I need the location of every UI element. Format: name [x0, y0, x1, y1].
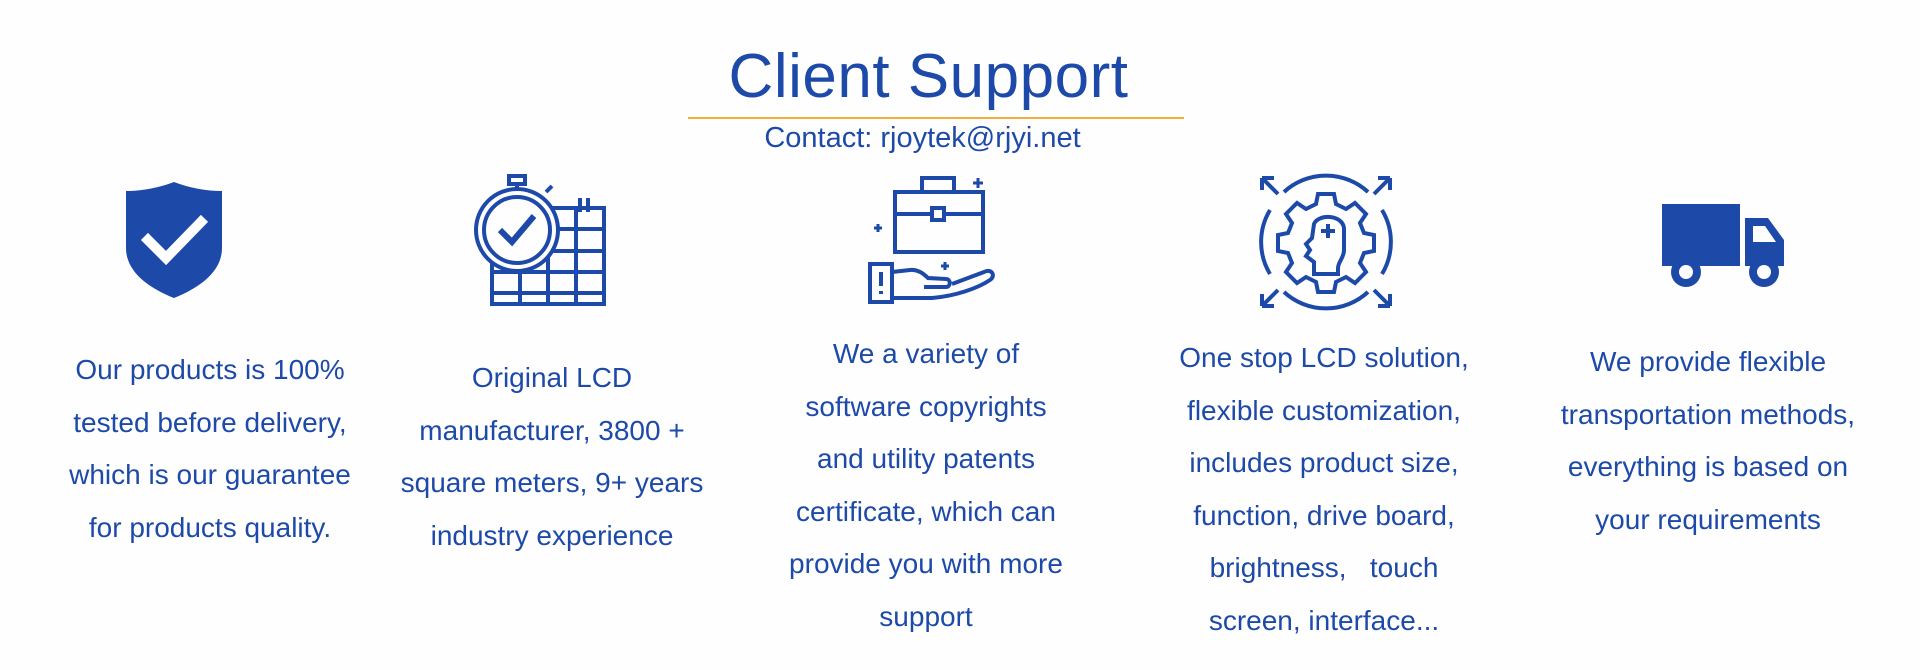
hand-briefcase-icon — [866, 172, 1006, 312]
feature-text-line: and utility patents — [817, 443, 1035, 474]
feature-text-line: square meters, 9+ years — [400, 467, 704, 498]
feature-text-line: your requirements — [1595, 503, 1821, 535]
feature-text-line: We a variety of — [832, 338, 1020, 369]
page-title: Client Support — [728, 42, 1129, 111]
feature-text-line: screen, interface... — [1208, 604, 1440, 636]
feature-text-transport: We provide flexible transportation metho… — [1538, 336, 1878, 546]
shield-check-icon — [104, 170, 244, 310]
feature-text-solution: One stop LCD solution, flexible customiz… — [1154, 332, 1494, 647]
feature-text-line: includes product size, — [1189, 447, 1459, 478]
feature-text-manufacturer: Original LCD manufacturer, 3800 + square… — [382, 352, 722, 562]
feature-text-line: flexible customization, — [1187, 394, 1461, 426]
contact-email[interactable]: Contact: rjoytek@rjyi.net — [764, 122, 1081, 154]
feature-text-line: tested before delivery, — [73, 406, 347, 438]
stopwatch-calendar-icon — [472, 172, 612, 312]
title-underline — [688, 117, 1184, 119]
feature-text-patents: We a variety of software copyrights and … — [756, 328, 1096, 643]
delivery-truck-icon — [1652, 172, 1792, 312]
feature-text-line: Our products is 100% — [75, 354, 345, 385]
feature-text-line: which is our guarantee — [69, 459, 351, 490]
feature-text-line: software copyrights — [805, 390, 1047, 422]
feature-text-line: certificate, which can — [796, 495, 1056, 527]
feature-text-line: provide you with more — [789, 548, 1063, 579]
feature-text-line: support — [879, 600, 973, 632]
feature-text-line: function, drive board, — [1193, 499, 1455, 531]
feature-text-quality: Our products is 100% tested before deliv… — [40, 344, 380, 554]
feature-text-line: brightness, touch — [1209, 552, 1439, 583]
feature-text-line: manufacturer, 3800 + — [419, 414, 685, 446]
feature-text-line: transportation methods, — [1560, 398, 1856, 430]
feature-text-line: everything is based on — [1567, 451, 1849, 482]
feature-text-line: for products quality. — [88, 511, 332, 543]
feature-text-line: industry experience — [430, 519, 674, 551]
feature-text-line: One stop LCD solution, — [1179, 342, 1469, 373]
feature-text-line: Original LCD — [471, 362, 633, 393]
gear-head-icon — [1256, 172, 1396, 312]
feature-text-line: We provide flexible — [1589, 346, 1827, 377]
